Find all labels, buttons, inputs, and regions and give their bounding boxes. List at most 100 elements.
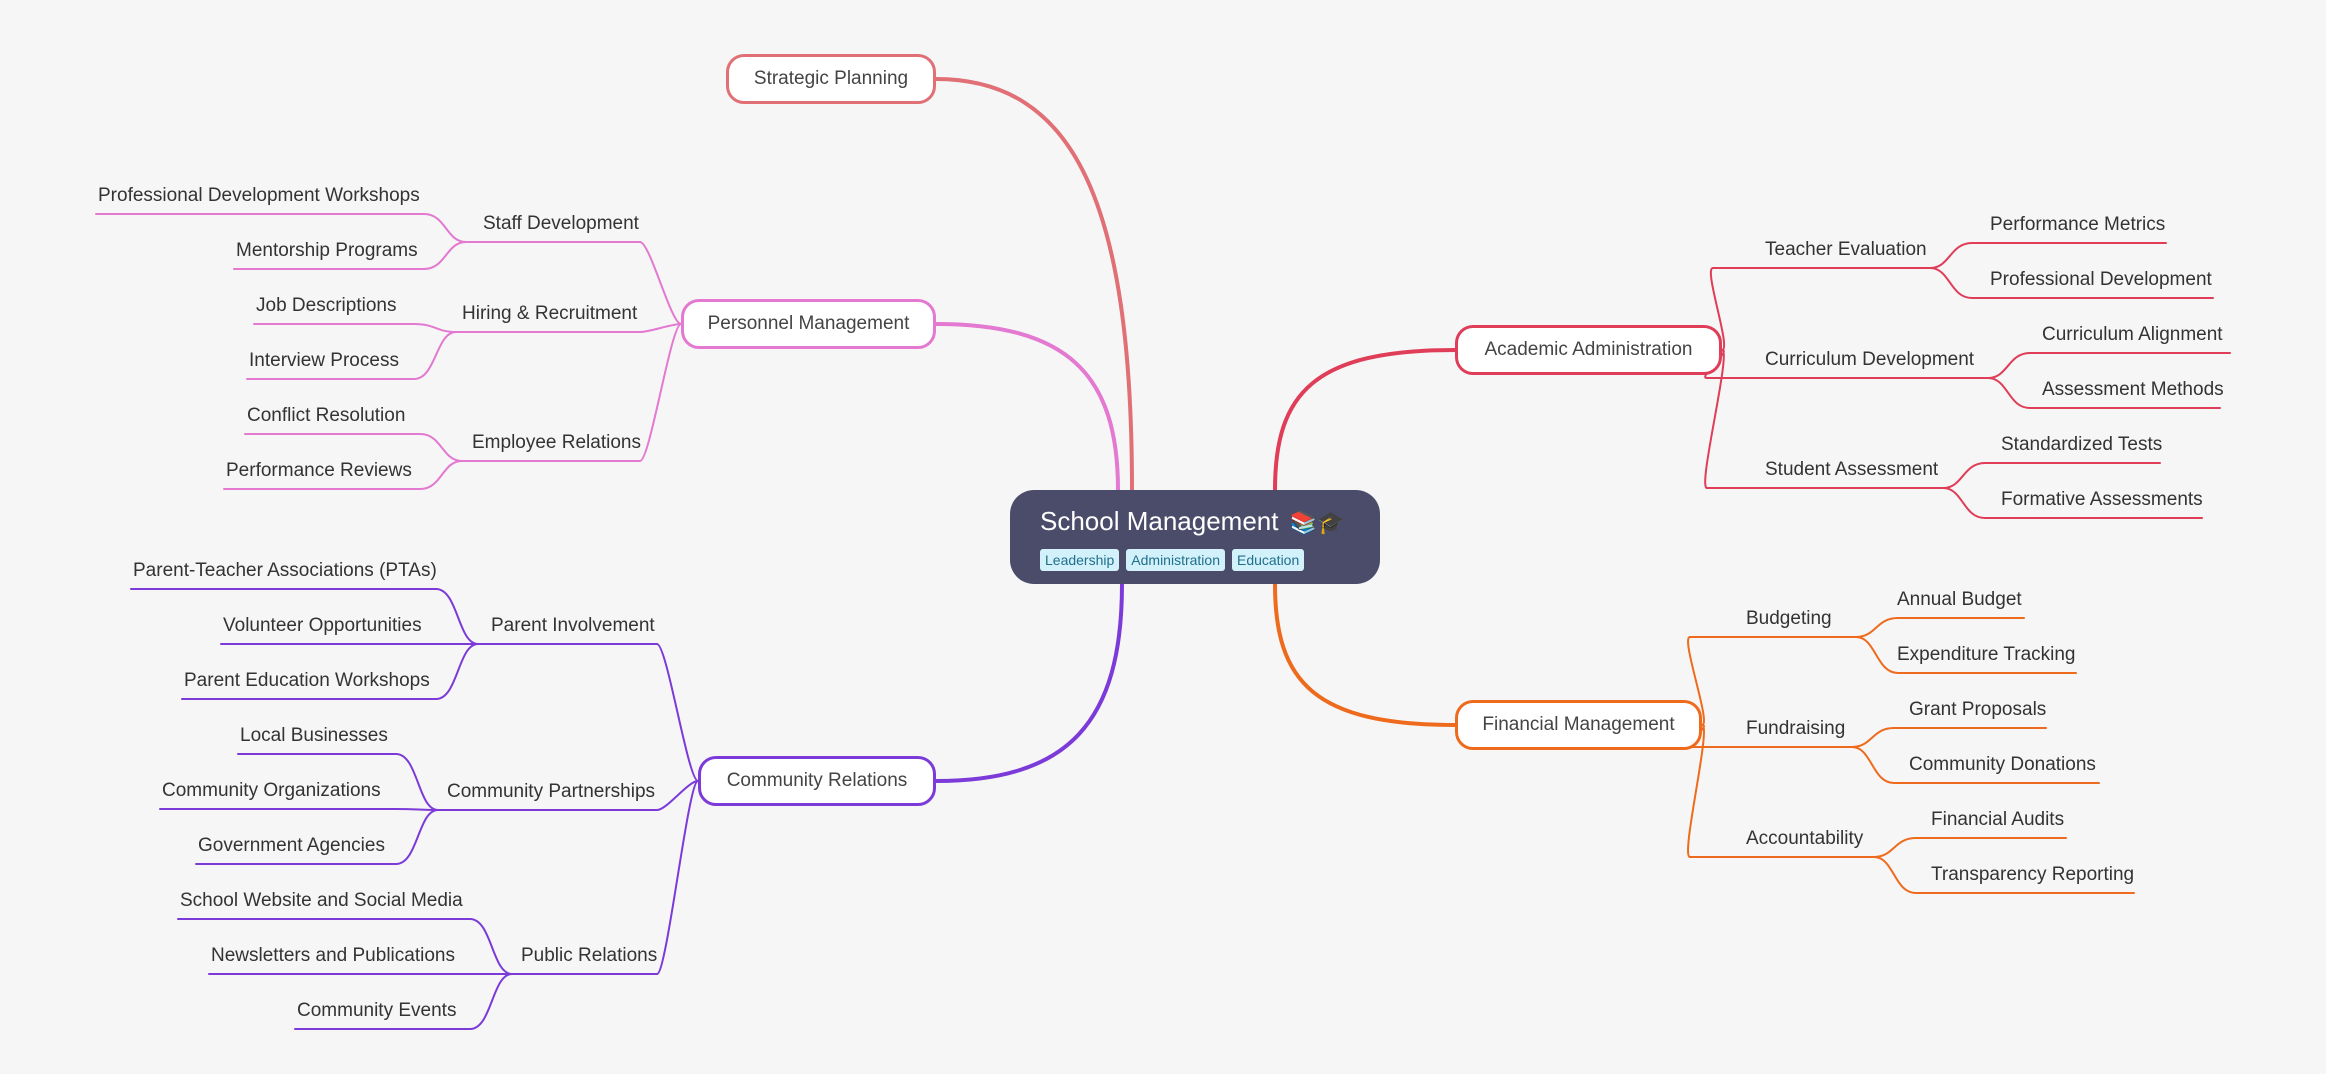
connector-sub-employee-relations	[639, 323, 682, 462]
leaf-node-performance-reviews[interactable]: Performance Reviews	[226, 460, 412, 481]
branch-label: Community Relations	[726, 770, 908, 791]
connector-leaf-expenditure-tracking	[1855, 636, 2077, 674]
connector-leaf-mentorship-programs	[233, 241, 467, 270]
leaf-node-school-website-and-social-media[interactable]: School Website and Social Media	[180, 890, 463, 911]
tag-education[interactable]: Education	[1231, 549, 1305, 571]
branch-node-community-relations[interactable]: Community Relations	[698, 756, 936, 806]
connector-leaf-standardized-tests	[1942, 462, 2161, 489]
leaf-node-assessment-methods[interactable]: Assessment Methods	[2042, 379, 2224, 400]
connector-leaf-government-agencies	[195, 809, 439, 865]
leaf-node-professional-development[interactable]: Professional Development	[1990, 269, 2212, 290]
leaf-node-local-businesses[interactable]: Local Businesses	[240, 725, 388, 746]
leaf-node-formative-assessments[interactable]: Formative Assessments	[2001, 489, 2203, 510]
sub-node-accountability[interactable]: Accountability	[1746, 828, 1864, 849]
connector-sub-teacher-evaluation	[1709, 267, 1726, 351]
connector-leaf-conflict-resolution	[244, 433, 463, 462]
root-title: School Management	[1040, 506, 1279, 536]
leaf-node-curriculum-alignment[interactable]: Curriculum Alignment	[2042, 324, 2223, 345]
sub-node-hiring-and-recruitment[interactable]: Hiring & Recruitment	[462, 303, 638, 324]
sub-node-staff-development[interactable]: Staff Development	[483, 213, 639, 234]
connector-leaf-financial-audits	[1873, 837, 2067, 858]
sub-node-parent-involvement[interactable]: Parent Involvement	[491, 615, 655, 636]
connector-leaf-grant-proposals	[1851, 727, 2047, 748]
leaf-node-government-agencies[interactable]: Government Agencies	[198, 835, 385, 856]
leaf-node-performance-metrics[interactable]: Performance Metrics	[1990, 214, 2166, 235]
root-tags: Leadership Administration Education	[1040, 549, 1350, 571]
root-node[interactable]: School Management 📚🎓 Leadership Administ…	[1010, 490, 1380, 584]
connector-leaf-local-businesses	[237, 753, 439, 811]
leaf-node-expenditure-tracking[interactable]: Expenditure Tracking	[1897, 644, 2076, 665]
connector-sub-budgeting	[1687, 636, 1705, 726]
leaf-node-parent-teacher-associations-ptas[interactable]: Parent-Teacher Associations (PTAs)	[133, 560, 437, 581]
root-title-row: School Management 📚🎓	[1040, 504, 1350, 540]
connector-leaf-professional-development-workshops	[95, 213, 467, 243]
graduation-cap-icon: 🎓	[1317, 510, 1345, 535]
connector-root-community-relations	[934, 582, 1124, 783]
connector-root-academic-administration	[1273, 348, 1457, 492]
leaf-node-interview-process[interactable]: Interview Process	[249, 350, 399, 371]
sub-node-teacher-evaluation[interactable]: Teacher Evaluation	[1765, 239, 1927, 260]
branch-node-academic-administration[interactable]: Academic Administration	[1455, 325, 1722, 375]
branch-node-personnel-management[interactable]: Personnel Management	[681, 299, 936, 349]
leaf-node-mentorship-programs[interactable]: Mentorship Programs	[236, 240, 418, 261]
connector-sub-accountability	[1687, 724, 1705, 858]
sub-node-student-assessment[interactable]: Student Assessment	[1765, 459, 1939, 480]
branch-label: Personnel Management	[707, 313, 910, 334]
leaf-node-volunteer-opportunities[interactable]: Volunteer Opportunities	[223, 615, 422, 636]
connector-root-strategic-planning	[934, 77, 1134, 492]
connector-sub-parent-involvement	[656, 643, 699, 782]
leaf-node-parent-education-workshops[interactable]: Parent Education Workshops	[184, 670, 430, 691]
branch-node-financial-management[interactable]: Financial Management	[1455, 700, 1702, 750]
sub-node-fundraising[interactable]: Fundraising	[1746, 718, 1846, 739]
connector-leaf-job-descriptions	[253, 323, 457, 333]
connector-root-financial-management	[1273, 582, 1457, 727]
connector-leaf-parent-education-workshops	[181, 643, 479, 700]
leaf-node-newsletters-and-publications[interactable]: Newsletters and Publications	[211, 945, 455, 966]
tag-administration[interactable]: Administration	[1126, 549, 1225, 571]
tag-leadership[interactable]: Leadership	[1040, 549, 1120, 571]
connector-leaf-curriculum-alignment	[1987, 352, 2231, 379]
connector-leaf-school-website-and-social-media	[177, 918, 513, 975]
leaf-node-professional-development-workshops[interactable]: Professional Development Workshops	[98, 185, 420, 206]
sub-node-curriculum-development[interactable]: Curriculum Development	[1765, 349, 1975, 370]
connector-sub-hiring-and-recruitment	[639, 323, 682, 333]
connector-leaf-performance-reviews	[223, 460, 463, 490]
leaf-node-community-organizations[interactable]: Community Organizations	[162, 780, 381, 801]
connector-leaf-community-organizations	[159, 808, 439, 811]
leaf-node-job-descriptions[interactable]: Job Descriptions	[256, 295, 397, 316]
connector-leaf-professional-development	[1929, 267, 2214, 299]
leaf-node-conflict-resolution[interactable]: Conflict Resolution	[247, 405, 406, 426]
connector-leaf-annual-budget	[1855, 617, 2025, 638]
branch-label: Financial Management	[1482, 714, 1675, 735]
connector-leaf-interview-process	[246, 331, 457, 380]
sub-node-employee-relations[interactable]: Employee Relations	[472, 432, 641, 453]
sub-node-budgeting[interactable]: Budgeting	[1746, 608, 1832, 629]
leaf-node-transparency-reporting[interactable]: Transparency Reporting	[1931, 864, 2135, 885]
leaf-node-community-events[interactable]: Community Events	[297, 1000, 457, 1021]
leaf-node-community-donations[interactable]: Community Donations	[1909, 754, 2096, 775]
branch-label: Academic Administration	[1484, 339, 1693, 360]
connector-sub-public-relations	[656, 780, 699, 975]
leaf-node-standardized-tests[interactable]: Standardized Tests	[2001, 434, 2163, 455]
connector-leaf-community-donations	[1851, 746, 2100, 784]
connector-sub-staff-development	[639, 241, 682, 325]
connector-sub-student-assessment	[1704, 349, 1725, 489]
connector-leaf-formative-assessments	[1942, 487, 2203, 519]
sub-node-public-relations[interactable]: Public Relations	[521, 945, 658, 966]
leaf-node-grant-proposals[interactable]: Grant Proposals	[1909, 699, 2047, 720]
connector-leaf-parent-teacher-associations-ptas	[130, 588, 479, 645]
connector-sub-community-partnerships	[656, 780, 699, 811]
connector-leaf-transparency-reporting	[1873, 856, 2135, 894]
connector-leaf-performance-metrics	[1929, 242, 2167, 269]
leaf-node-annual-budget[interactable]: Annual Budget	[1897, 589, 2022, 610]
books-icon: 📚	[1289, 510, 1318, 535]
connector-root-personnel-management	[934, 322, 1120, 492]
branch-node-strategic-planning[interactable]: Strategic Planning	[726, 54, 936, 104]
sub-node-community-partnerships[interactable]: Community Partnerships	[447, 781, 656, 802]
connector-leaf-community-events	[294, 973, 513, 1030]
branch-label: Strategic Planning	[753, 68, 909, 89]
connector-leaf-assessment-methods	[1987, 377, 2221, 409]
leaf-node-financial-audits[interactable]: Financial Audits	[1931, 809, 2065, 830]
